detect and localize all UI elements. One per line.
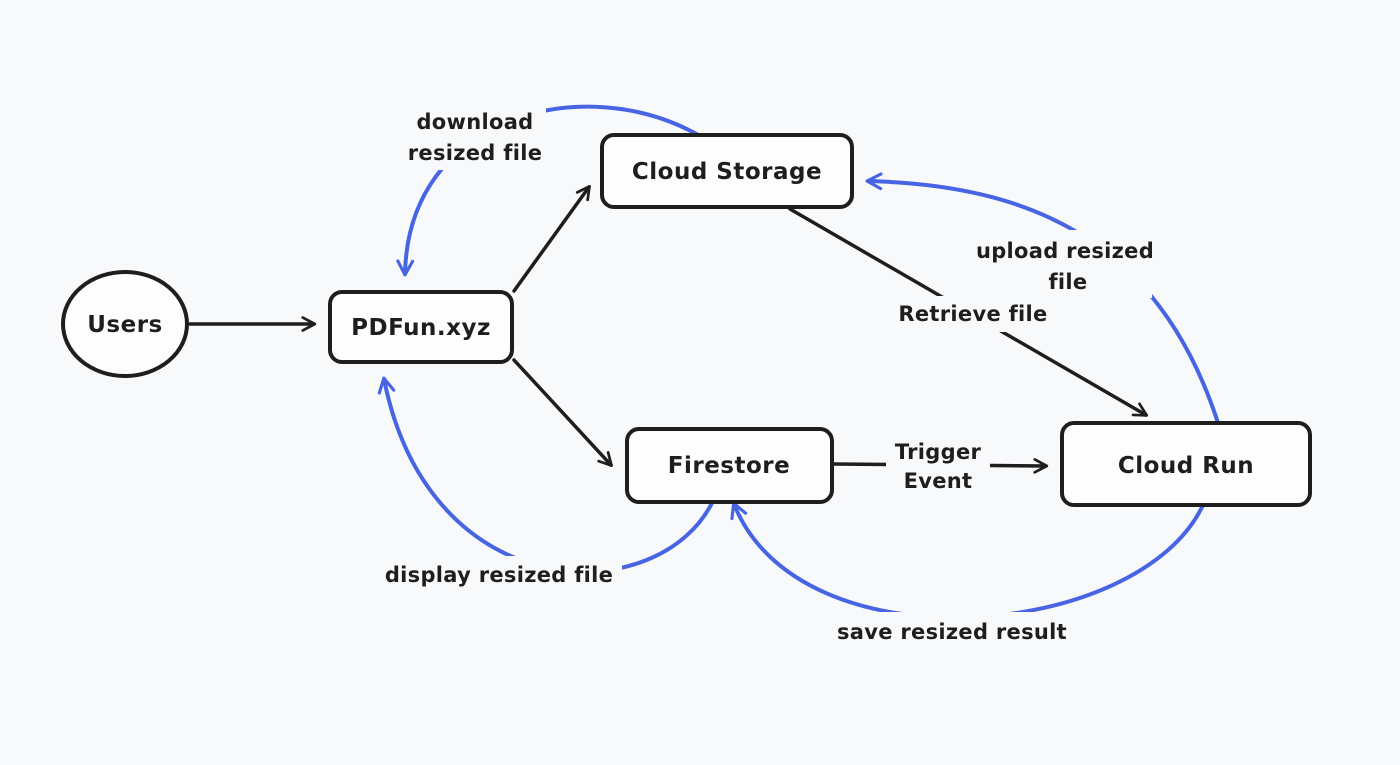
node-users: Users: [61, 270, 189, 378]
edge-label-text: Event: [904, 469, 973, 493]
edge-label-text: download: [416, 110, 533, 134]
node-cloud-storage-label: Cloud Storage: [632, 159, 822, 185]
edge-label-download-resized-file: download resized file: [408, 110, 542, 165]
edge-label-text: Retrieve file: [898, 302, 1047, 326]
label-mask: [838, 612, 1066, 650]
cloud-storage-shape: [600, 133, 854, 209]
label-mask: [380, 556, 622, 594]
edge-save-resized-result-arrow: [730, 501, 1205, 620]
label-mask: [972, 230, 1152, 298]
edge-pdfun-to-firestore-arrow: [512, 358, 613, 467]
node-firestore: Firestore: [625, 427, 834, 504]
firestore-shape: [625, 427, 834, 504]
edge-label-upload-resized-file: upload resized file: [976, 239, 1154, 294]
node-pdfun: PDFun.xyz: [328, 290, 514, 364]
node-users-label: Users: [87, 312, 163, 338]
node-cloud-run: Cloud Run: [1060, 421, 1312, 507]
edge-label-display-resized-file: display resized file: [385, 563, 613, 587]
edge-label-text: file: [1049, 270, 1088, 294]
edge-label-text: save resized result: [837, 620, 1067, 644]
edge-label-text: Trigger: [895, 440, 982, 464]
edge-label-text: upload resized: [976, 239, 1154, 263]
cloud-run-shape: [1060, 421, 1312, 507]
edge-label-retrieve-file: Retrieve file: [898, 302, 1047, 326]
node-cloud-run-label: Cloud Run: [1118, 453, 1254, 479]
edge-label-save-resized-result: save resized result: [837, 620, 1067, 644]
edge-label-text: resized file: [408, 141, 542, 165]
edge-label-trigger-event: Trigger Event: [895, 440, 982, 493]
node-pdfun-label: PDFun.xyz: [351, 315, 491, 341]
edge-pdfun-to-cloudstorage-arrow: [512, 184, 591, 293]
label-mask: [886, 434, 990, 496]
node-firestore-label: Firestore: [668, 453, 790, 479]
pdfun-shape: [328, 290, 514, 364]
node-cloud-storage: Cloud Storage: [600, 133, 854, 209]
edge-label-text: display resized file: [385, 563, 613, 587]
label-mask: [404, 102, 546, 170]
users-shape: [61, 270, 189, 378]
label-mask: [892, 296, 1054, 332]
